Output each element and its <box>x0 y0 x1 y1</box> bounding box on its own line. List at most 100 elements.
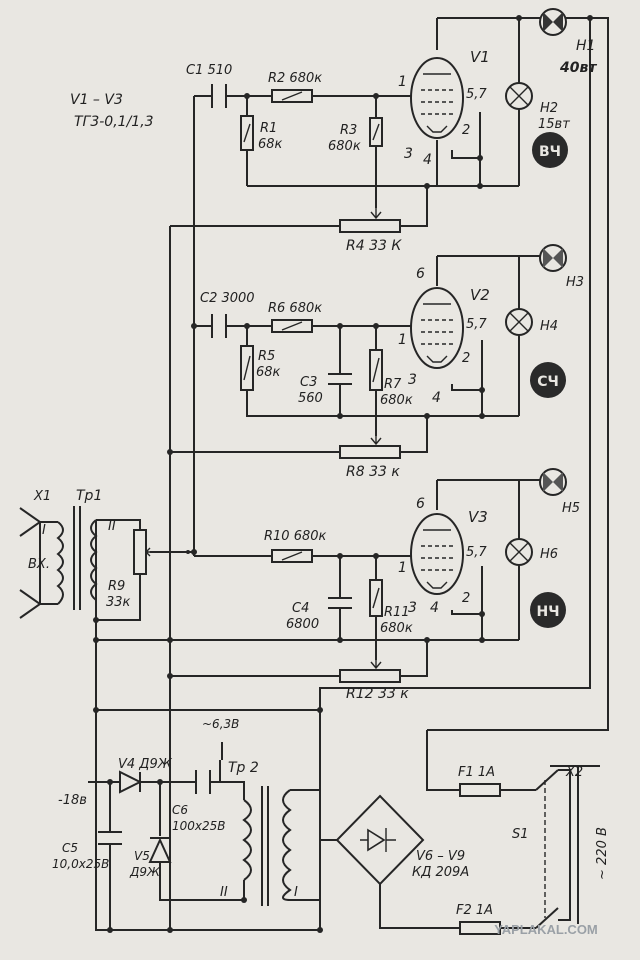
resistor-r11 <box>369 579 383 617</box>
label-r9-name: R9 <box>108 579 125 594</box>
wiring <box>19 17 609 931</box>
fuse-f2 <box>459 921 501 935</box>
label-tr2-w2: II <box>220 885 228 900</box>
tube-v2 <box>410 287 464 369</box>
label-c5-name: C5 <box>62 841 78 855</box>
label-h2-power: 15вт <box>538 117 570 132</box>
tube-note-line1: V1 – V3 <box>70 92 123 108</box>
label-s1: S1 <box>512 827 529 842</box>
tube-v1 <box>410 57 464 139</box>
fuse-f1 <box>459 783 501 797</box>
diode-v5 <box>148 837 172 863</box>
label-v5-type: Д9Ж <box>129 865 161 879</box>
tube-v3 <box>410 513 464 595</box>
transformer-tr2 <box>242 786 292 906</box>
label-tr1-w2: II <box>108 519 116 534</box>
label-r10: R10 680к <box>264 529 327 544</box>
tube-note-line2: ТГ3-0,1/1,3 <box>74 114 154 130</box>
label-v2-pin6: 6 <box>416 266 425 282</box>
label-c1: C1 510 <box>186 63 232 78</box>
label-f2: F2 1А <box>456 903 493 918</box>
label-h6: H6 <box>540 547 558 562</box>
label-c4-val: 6800 <box>286 617 319 632</box>
label-tr2: Тр 2 <box>228 760 259 776</box>
potentiometer-r4 <box>339 208 401 233</box>
label-h2-name: H2 <box>540 101 558 116</box>
label-v1-pin1: 1 <box>398 74 407 90</box>
label-v3-pin6: 6 <box>416 496 425 512</box>
plug-x2 <box>550 765 600 924</box>
band-label-high: ВЧ <box>539 144 561 160</box>
label-r9-val: 33к <box>106 595 131 610</box>
lamp-h2 <box>505 82 533 110</box>
label-supply-18: -18в <box>58 793 87 808</box>
label-c3-name: C3 <box>300 375 317 390</box>
labels: V1 – V3 ТГ3-0,1/1,3 V1 1 5,7 2 3 4 V2 6 … <box>28 38 610 937</box>
resistor-r2 <box>271 89 313 103</box>
resistor-r6 <box>271 319 313 333</box>
band-badge-low <box>530 592 566 628</box>
capacitor-c2 <box>211 314 227 338</box>
resistor-r7 <box>369 349 383 391</box>
label-r4: R4 33 К <box>346 238 402 254</box>
label-tr1-w1: I <box>42 523 46 538</box>
potentiometer-r9 <box>133 529 151 575</box>
label-v3-pin2: 2 <box>462 591 470 606</box>
label-x1: X1 <box>33 489 51 504</box>
label-f1: F1 1А <box>458 765 495 780</box>
label-h1-power: 40вт <box>559 60 597 76</box>
label-c6-name: C6 <box>172 803 188 817</box>
label-x2: X2 <box>565 765 583 780</box>
label-v1: V1 <box>470 48 490 66</box>
label-r2: R2 680к <box>268 71 322 86</box>
label-c5-val: 10,0x25В <box>52 857 109 871</box>
label-r1-name: R1 <box>260 121 277 136</box>
watermark: YAPLAKAL.COM <box>494 922 598 937</box>
label-v2: V2 <box>470 286 490 304</box>
label-v1-pin57: 5,7 <box>466 87 487 102</box>
label-h5: H5 <box>562 501 580 516</box>
label-r11-val: 680к <box>380 621 413 636</box>
resistor-r1 <box>240 115 254 151</box>
label-v3-pin57: 5,7 <box>466 545 487 560</box>
label-input: ВХ. <box>28 557 50 572</box>
label-v2-pin3: 3 <box>408 372 417 388</box>
label-v4: V4 Д9Ж <box>118 757 173 772</box>
capacitor-c4 <box>328 597 352 609</box>
band-label-low: НЧ <box>536 604 559 620</box>
label-v1-pin4: 4 <box>423 152 432 168</box>
band-label-mid: СЧ <box>537 374 559 390</box>
capacitor-c6 <box>195 770 211 794</box>
label-r7-val: 680к <box>380 393 413 408</box>
label-tr2-w1: I <box>294 885 298 900</box>
label-h1-name: H1 <box>576 38 595 54</box>
label-r3-name: R3 <box>340 123 357 138</box>
label-v5-name: V5 <box>134 849 150 863</box>
lamp-h4 <box>505 308 533 336</box>
label-h4: H4 <box>540 319 558 334</box>
label-v1-pin2: 2 <box>462 123 470 138</box>
lamp-h3 <box>539 244 567 272</box>
label-tr1: Тр1 <box>76 488 102 504</box>
resistor-r5 <box>240 345 254 391</box>
label-v2-pin2: 2 <box>462 351 470 366</box>
label-v3-pin1: 1 <box>398 560 407 576</box>
lamp-h6 <box>505 538 533 566</box>
label-r6: R6 680к <box>268 301 322 316</box>
capacitor-c3 <box>328 373 352 385</box>
lamp-h5 <box>539 468 567 496</box>
label-v2-pin4: 4 <box>432 390 441 406</box>
label-c3-val: 560 <box>298 391 323 406</box>
label-v2-pin57: 5,7 <box>466 317 487 332</box>
label-bridge-type: КД 209А <box>412 865 469 880</box>
resistor-r10 <box>271 549 313 563</box>
label-r5-val: 68к <box>256 365 281 380</box>
label-r12: R12 33 к <box>346 686 409 702</box>
resistor-r3 <box>369 117 383 147</box>
label-v3-pin4: 4 <box>430 600 439 616</box>
label-mains: ~ 220 В <box>595 827 610 880</box>
potentiometer-r12 <box>339 660 401 683</box>
switch-s1 <box>535 769 559 929</box>
band-badge-mid <box>530 362 566 398</box>
label-r3-val: 680к <box>328 139 361 154</box>
